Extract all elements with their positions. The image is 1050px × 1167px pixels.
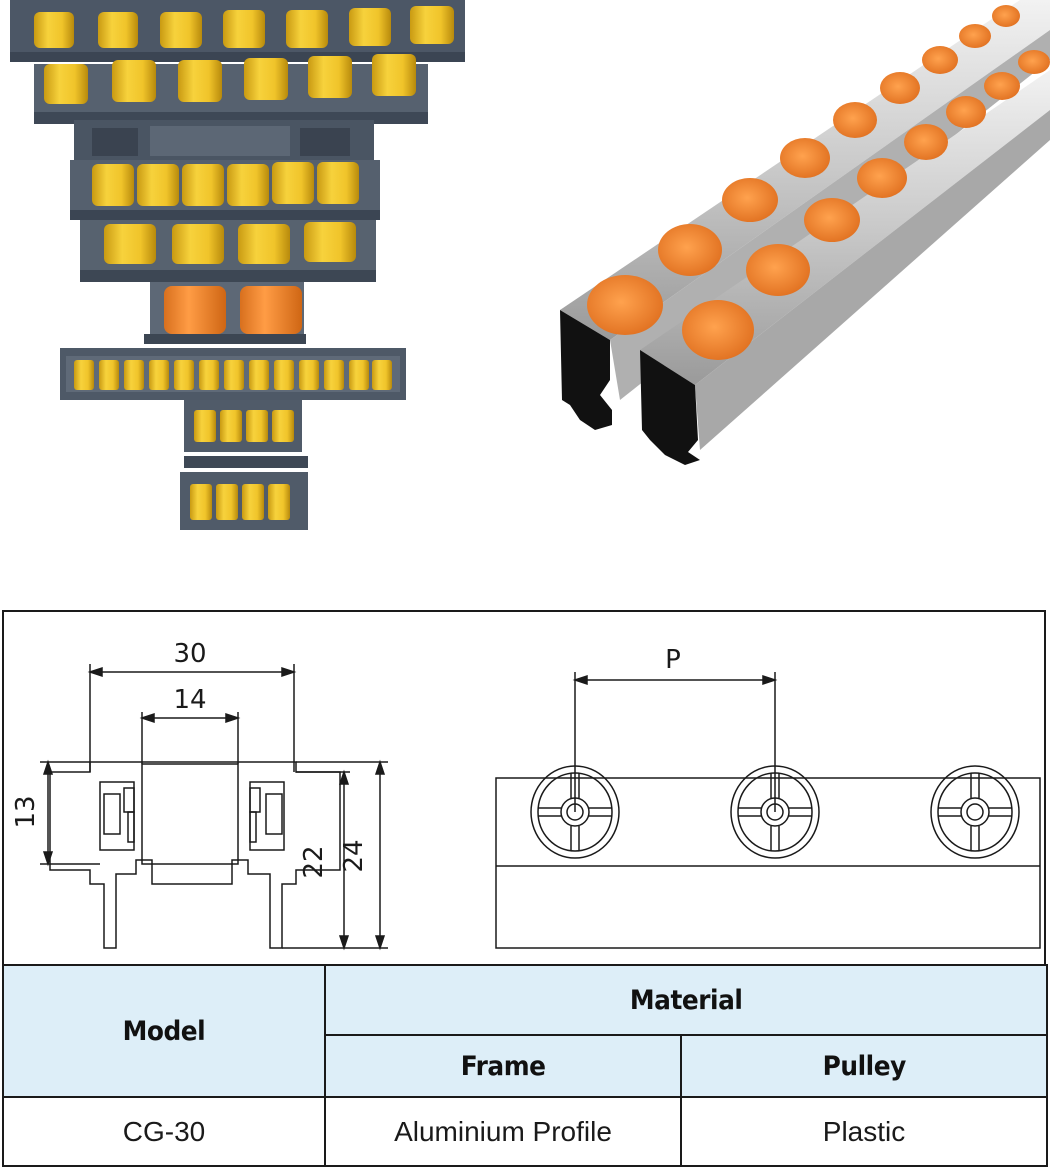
profile-cross-section: 30 14 13 22 xyxy=(11,639,388,951)
header-pulley: Pulley xyxy=(679,1034,1049,1098)
specification-panel: 30 14 13 22 xyxy=(2,610,1049,1167)
pulley-1 xyxy=(530,765,620,859)
header-frame: Frame xyxy=(324,1034,682,1098)
specification-table: Model Material Frame Pulley CG-30 Alumin… xyxy=(2,964,1049,1167)
cell-model: CG-30 xyxy=(2,1096,326,1167)
dimension-13: 13 xyxy=(11,795,41,828)
side-view-pulleys: P xyxy=(495,645,1041,949)
header-model: Model xyxy=(2,964,326,1098)
cell-pulley: Plastic xyxy=(679,1096,1049,1167)
product-photo-aluminium-track-orange-wheels xyxy=(550,0,1050,470)
pulley-3 xyxy=(930,765,1020,859)
dimension-22: 22 xyxy=(299,845,329,878)
product-photo-roller-track-samples xyxy=(0,0,470,545)
dimension-24: 24 xyxy=(339,839,369,872)
dimension-30: 30 xyxy=(173,639,206,669)
dimension-pitch: P xyxy=(665,645,681,675)
header-material: Material xyxy=(323,964,1049,1036)
technical-drawing: 30 14 13 22 xyxy=(4,612,1048,964)
cell-frame: Aluminium Profile xyxy=(324,1096,682,1167)
dimension-14: 14 xyxy=(173,685,206,715)
table-row: CG-30 Aluminium Profile Plastic xyxy=(2,1096,1049,1167)
